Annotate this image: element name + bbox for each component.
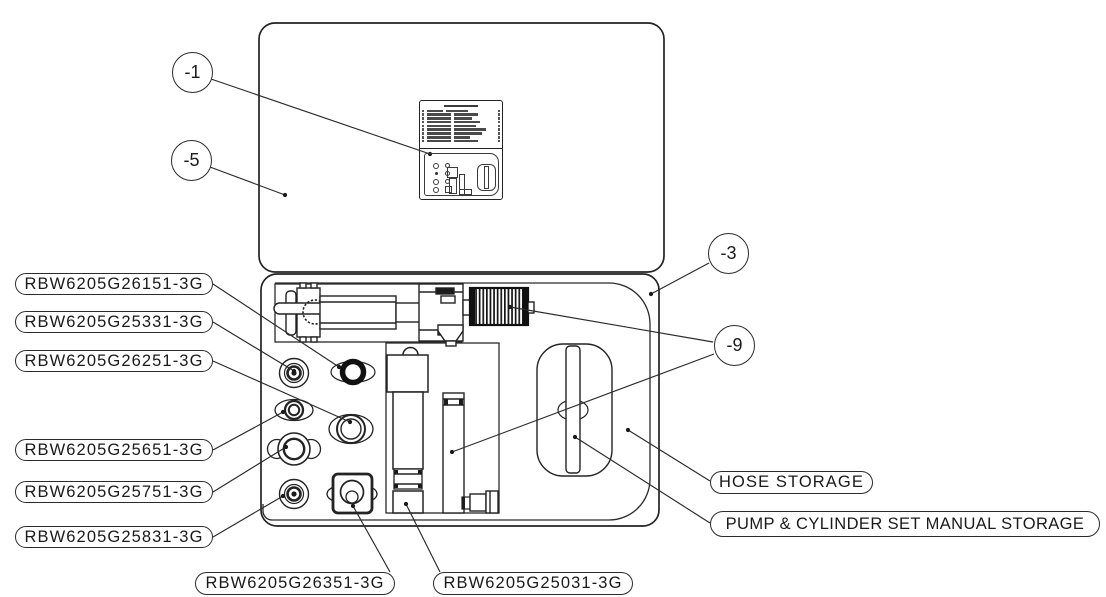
part-label-rbw6205g26251-3g: RBW6205G26251-3G <box>15 350 213 372</box>
plate-parts-list <box>420 101 502 149</box>
callout-balloon-3: -3 <box>708 233 749 274</box>
fitting-coupler-2 <box>274 398 314 422</box>
hand-pump-assembly <box>273 282 471 347</box>
fitting-coupler-1 <box>278 357 310 389</box>
hose-storage-pocket <box>536 343 613 477</box>
part-label-rbw6205g25331-3g: RBW6205G25331-3G <box>15 311 213 333</box>
part-label-rbw6205g25031-3g: RBW6205G25031-3G <box>433 572 633 595</box>
fitting-square-base <box>326 472 378 515</box>
area-label-hose-storage: HOSE STORAGE <box>710 471 873 494</box>
instruction-label-plate <box>419 100 503 200</box>
case-lid-outline <box>258 22 665 273</box>
part-label-rbw6205g25651-3g: RBW6205G25651-3G <box>15 439 213 461</box>
knurled-coupler <box>468 286 535 327</box>
hydraulic-cylinder <box>386 346 429 514</box>
leader-lines <box>209 78 715 573</box>
plate-layout-diagram <box>420 149 502 199</box>
part-label-rbw6205g25751-3g: RBW6205G25751-3G <box>15 481 213 503</box>
part-label-rbw6205g25831-3g: RBW6205G25831-3G <box>15 526 213 548</box>
part-label-rbw6205g26151-3g: RBW6205G26151-3G <box>15 273 213 295</box>
fitting-hex-coupler <box>328 413 374 445</box>
callout-balloon-9: -9 <box>714 325 755 366</box>
callout-balloon-1: -1 <box>172 52 213 93</box>
leader-dots <box>280 151 654 509</box>
area-label-pump-cylinder-manual-storage: PUMP & CYLINDER SET MANUAL STORAGE <box>710 511 1100 537</box>
part-label-rbw6205g26351-3g: RBW6205G26351-3G <box>195 572 395 595</box>
fitting-coupler-3 <box>266 432 322 466</box>
pump-barrel <box>319 295 397 330</box>
case-base-outline <box>260 273 660 527</box>
hose-elbow-assembly <box>442 392 499 514</box>
fitting-coupler-4 <box>278 478 310 510</box>
callout-balloon-5: -5 <box>171 140 212 181</box>
fitting-dark-ring <box>330 358 376 386</box>
